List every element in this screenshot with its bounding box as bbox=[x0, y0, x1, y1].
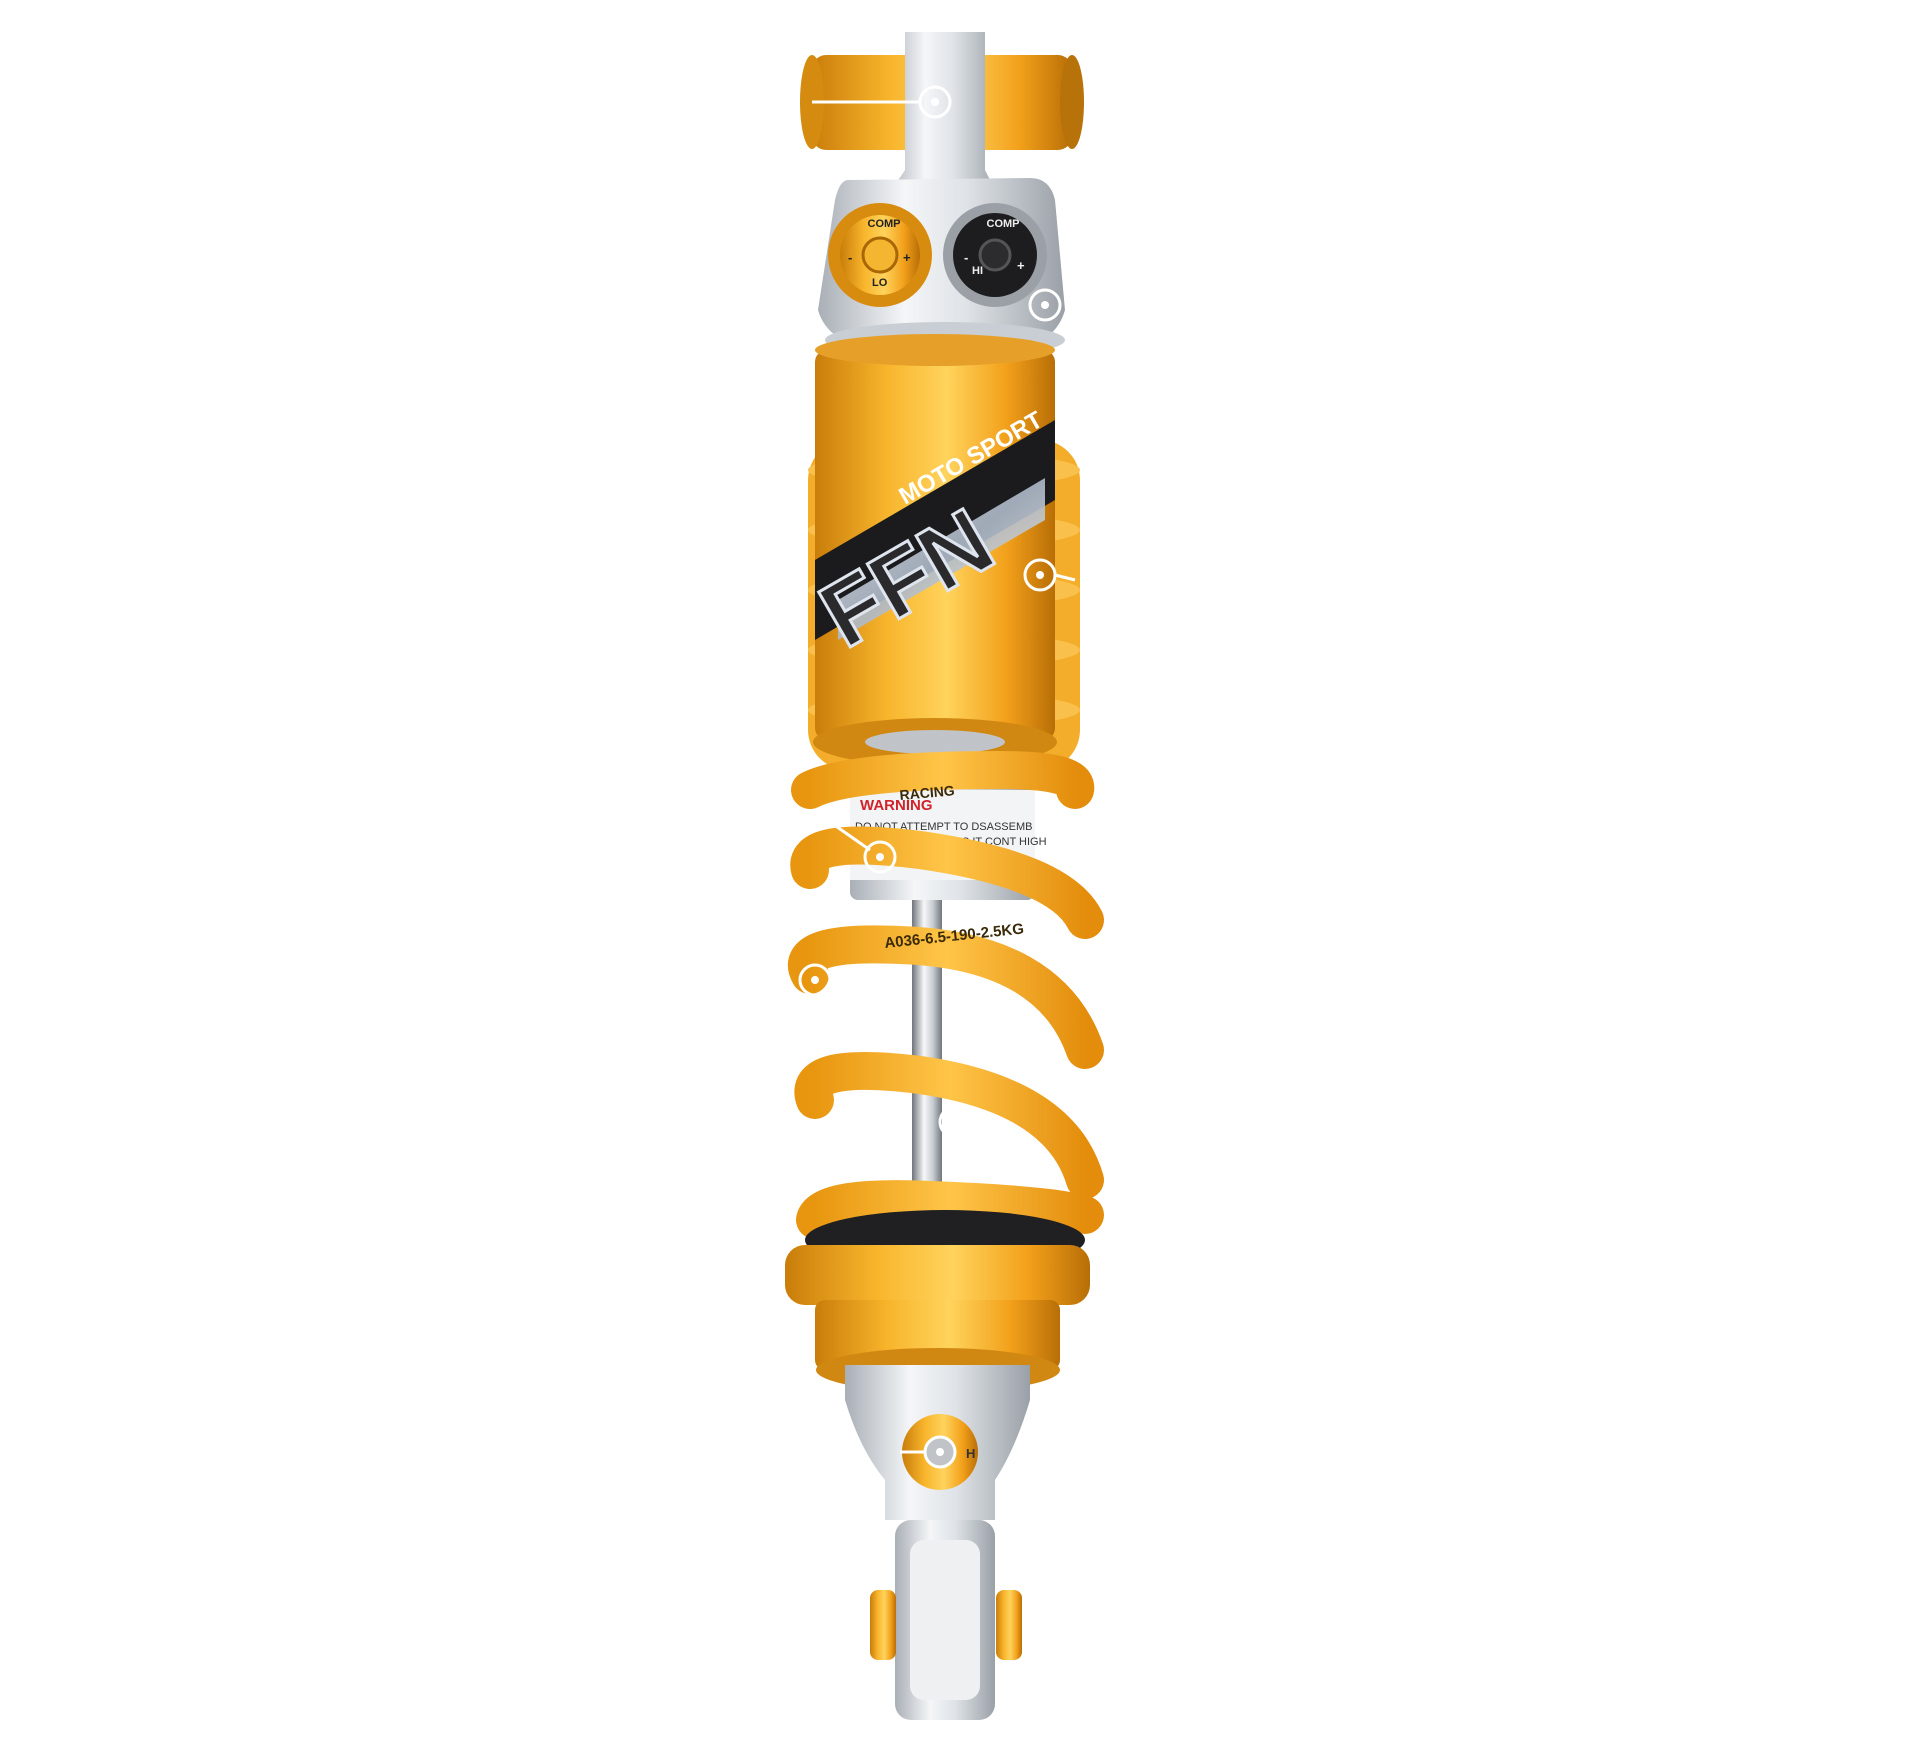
reservoir: MOTO SPORT FFN bbox=[803, 334, 1057, 766]
gas-chamber-hotspot[interactable] bbox=[819, 813, 897, 874]
reservoir-hotspot[interactable] bbox=[1023, 558, 1076, 592]
knob-lo-sub: LO bbox=[872, 277, 888, 289]
knob-hi-minus: - bbox=[964, 250, 968, 265]
knob-lo-plus: + bbox=[903, 250, 911, 265]
top-mount-hotspot[interactable] bbox=[812, 85, 952, 119]
spring bbox=[788, 750, 1104, 1239]
knob-lo-minus: - bbox=[848, 250, 852, 265]
compression-hi-knob[interactable]: COMP - + HI bbox=[943, 203, 1047, 307]
spring-hotspot[interactable] bbox=[798, 963, 832, 997]
knob-hi-sub: HI bbox=[972, 265, 983, 277]
preload-collar bbox=[785, 1210, 1090, 1392]
compression-lo-knob[interactable]: COMP - + LO bbox=[828, 203, 932, 307]
compression-adjuster-hotspot[interactable] bbox=[1028, 288, 1062, 322]
warning-title: WARNING bbox=[860, 797, 933, 814]
knob-hi-title: COMP bbox=[987, 218, 1020, 230]
knob-hi-plus: + bbox=[1017, 258, 1025, 273]
shaft-hotspot[interactable] bbox=[938, 1105, 991, 1139]
height-adjuster-hotspot[interactable] bbox=[900, 1435, 957, 1469]
knob-lo-title: COMP bbox=[868, 218, 901, 230]
height-knob-label: H bbox=[966, 1446, 975, 1461]
spring-brand-text: RACING bbox=[899, 782, 956, 803]
